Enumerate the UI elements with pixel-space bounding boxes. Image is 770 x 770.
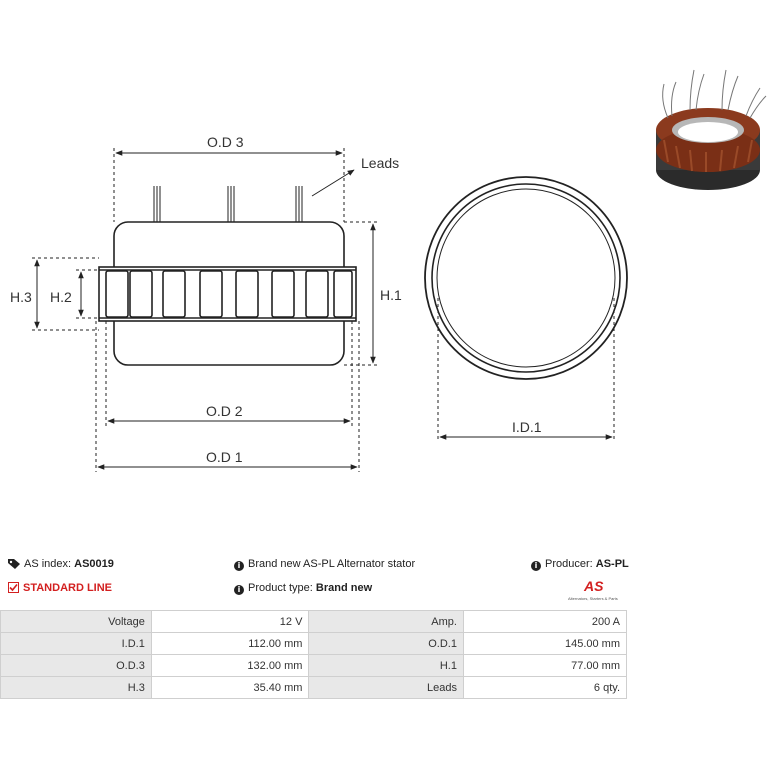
standard-line: STANDARD LINE: [8, 582, 112, 594]
spec-label: Voltage: [0, 610, 152, 633]
core-band: [98, 266, 357, 322]
tag-icon: [8, 559, 20, 569]
product-type-value: Brand new: [315, 582, 373, 594]
label-od2: O.D 2: [206, 403, 243, 419]
spec-label: O.D.3: [0, 654, 152, 677]
label-od1: O.D 1: [206, 449, 243, 465]
spec-label: H.1: [308, 654, 464, 677]
info-icon: i: [234, 561, 244, 571]
label-leads: Leads: [361, 155, 399, 171]
label-h2: H.2: [50, 289, 72, 305]
spec-value: 112.00 mm: [150, 632, 310, 655]
lead-wires: [153, 186, 303, 222]
spec-label: Amp.: [308, 610, 464, 633]
spec-value: 12 V: [150, 610, 310, 633]
as-index: AS index: AS0019: [8, 558, 114, 570]
spec-label: H.3: [0, 676, 152, 699]
as-index-value: AS0019: [74, 558, 114, 570]
stator-photo: [656, 69, 767, 190]
spec-value: 145.00 mm: [462, 632, 628, 655]
technical-drawing: O.D 3 Leads H.1 H.3 H.2 O.D 2 O.D 1 I.D.…: [10, 69, 767, 472]
stator-side-view: [98, 186, 357, 366]
stator-top-view: [424, 176, 628, 442]
spec-label: I.D.1: [0, 632, 152, 655]
spec-value: 35.40 mm: [150, 676, 310, 699]
label-h3: H.3: [10, 289, 32, 305]
core-slots: [105, 270, 353, 318]
spec-value: 77.00 mm: [462, 654, 628, 677]
spec-value: 200 A: [462, 610, 628, 633]
info-icon: i: [234, 585, 244, 595]
label-h1: H.1: [380, 287, 402, 303]
producer-value: AS-PL: [595, 558, 629, 570]
as-pl-logo: AS Alternators, Starters & Parts: [568, 578, 618, 601]
checkbox-icon: [8, 582, 19, 593]
spec-value: 6 qty.: [462, 676, 628, 699]
spec-value: 132.00 mm: [150, 654, 310, 677]
spec-label: Leads: [308, 676, 464, 699]
label-id1: I.D.1: [512, 419, 542, 435]
info-icon: i: [531, 561, 541, 571]
label-od3: O.D 3: [207, 134, 244, 150]
spec-label: O.D.1: [308, 632, 464, 655]
